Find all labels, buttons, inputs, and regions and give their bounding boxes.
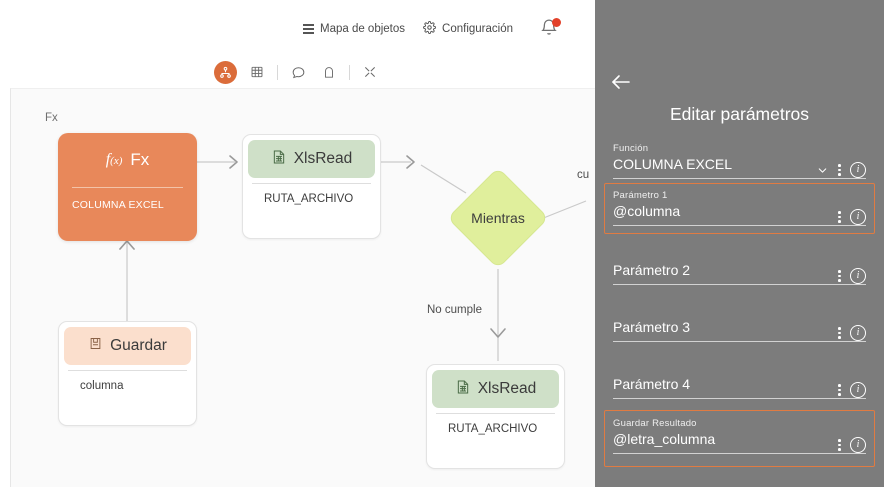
field-parametro-2-label: Parámetro 2 [613, 262, 691, 278]
overflow-menu-icon[interactable] [836, 382, 843, 398]
field-funcion-underline [613, 178, 866, 179]
overflow-menu-icon[interactable] [836, 162, 843, 178]
nav-item-mapa-de-objetos[interactable]: Mapa de objetos [302, 23, 406, 35]
field-funcion-icons: i [816, 162, 866, 178]
field-parametro-1-underline [613, 225, 866, 226]
gear-icon [423, 21, 436, 37]
node-xlsread-2-body: RUTA_ARCHIVO [436, 413, 555, 435]
node-xlsread-2[interactable]: XlsRead RUTA_ARCHIVO [426, 364, 565, 469]
save-icon [88, 336, 103, 356]
info-icon[interactable]: i [850, 268, 866, 284]
node-mientras[interactable]: Mientras [447, 167, 549, 269]
chevron-down-icon[interactable] [816, 164, 829, 177]
parameters-panel: Editar parámetros Función COLUMNA EXCEL … [595, 0, 884, 487]
nav-item-configuracion-label: Configuración [442, 23, 513, 35]
toolbar-divider-2 [349, 64, 350, 80]
node-xlsread-2-title: XlsRead [477, 380, 537, 397]
field-parametro-2[interactable]: Parámetro 2 i [595, 262, 884, 290]
field-parametro-1-icons: i [836, 209, 866, 225]
hierarchy-icon[interactable] [214, 60, 237, 84]
function-icon: f(x) [105, 151, 123, 168]
info-icon[interactable]: i [850, 382, 866, 398]
table-icon[interactable] [246, 61, 268, 83]
notification-badge [552, 18, 561, 27]
field-parametro-3-label: Parámetro 3 [613, 319, 691, 335]
field-guardar-resultado-label: Guardar Resultado [613, 418, 697, 429]
node-fx-title: Fx [130, 150, 150, 169]
node-xlsread-1-title: XlsRead [293, 150, 353, 167]
top-navigation-bar: Mapa de objetos Configuración [0, 0, 595, 58]
back-arrow-icon[interactable] [609, 72, 635, 98]
node-xlsread-1-header: XlsRead [248, 140, 375, 178]
canvas-toolbar [0, 56, 595, 88]
field-funcion-label: Función [613, 143, 649, 154]
field-parametro-4-underline [613, 398, 866, 399]
bell-icon [539, 19, 559, 43]
field-guardar-resultado-icons: i [836, 437, 866, 453]
field-parametro-4-icons: i [836, 382, 866, 398]
info-icon[interactable]: i [850, 437, 866, 453]
comment-icon[interactable] [287, 61, 309, 83]
nav-item-configuracion[interactable]: Configuración [423, 21, 513, 37]
field-funcion[interactable]: Función COLUMNA EXCEL i [595, 143, 884, 184]
flow-editor: Mapa de objetos Configuración [0, 0, 595, 487]
node-guardar[interactable]: Guardar columna [58, 321, 197, 426]
node-xlsread-2-header: XlsRead [432, 370, 559, 408]
toolbar-divider [277, 64, 278, 80]
field-parametro-4[interactable]: Parámetro 4 i [595, 376, 884, 404]
node-xlsread-1-body: RUTA_ARCHIVO [252, 183, 371, 205]
node-mientras-title: Mientras [471, 210, 525, 226]
overflow-menu-icon[interactable] [836, 209, 843, 225]
page-title: Editar parámetros [669, 104, 810, 124]
node-guardar-title: Guardar [110, 337, 167, 354]
field-parametro-2-icons: i [836, 268, 866, 284]
field-parametro-4-label: Parámetro 4 [613, 376, 691, 392]
notifications-button[interactable] [539, 17, 561, 41]
spreadsheet-icon [455, 379, 471, 400]
field-guardar-resultado-underline [613, 453, 866, 454]
overflow-menu-icon[interactable] [836, 325, 843, 341]
field-parametro-1-label: Parámetro 1 [613, 190, 668, 201]
edge-label-cumple: cu [577, 169, 590, 181]
field-guardar-resultado[interactable]: Guardar Resultado @letra_columna i [595, 418, 884, 459]
hamburger-icon [302, 24, 314, 34]
node-xlsread-1[interactable]: XlsRead RUTA_ARCHIVO [242, 134, 381, 239]
field-parametro-3[interactable]: Parámetro 3 i [595, 319, 884, 347]
canvas-section-label: Fx [45, 112, 58, 124]
nav-item-mapa-de-objetos-label: Mapa de objetos [319, 23, 406, 35]
overflow-menu-icon[interactable] [836, 437, 843, 453]
field-funcion-value[interactable]: COLUMNA EXCEL [613, 156, 733, 172]
node-fx-body: COLUMNA EXCEL [72, 199, 164, 211]
node-guardar-body: columna [68, 370, 187, 392]
field-parametro-2-underline [613, 284, 866, 285]
expand-icon[interactable] [359, 61, 381, 83]
tag-icon[interactable] [318, 61, 340, 83]
field-parametro-1-value[interactable]: @columna [613, 203, 681, 219]
info-icon[interactable]: i [850, 209, 866, 225]
node-fx[interactable]: f(x) Fx COLUMNA EXCEL [58, 133, 197, 241]
field-parametro-3-icons: i [836, 325, 866, 341]
edge-label-no-cumple: No cumple [427, 304, 482, 316]
flow-canvas[interactable]: f(x) Fx COLUMNA EXCEL XlsRead [10, 88, 595, 487]
node-fx-header: f(x) Fx [58, 133, 197, 187]
field-parametro-3-underline [613, 341, 866, 342]
spreadsheet-icon [271, 149, 287, 170]
field-parametro-1[interactable]: Parámetro 1 @columna i [595, 190, 884, 231]
node-fx-divider [72, 187, 183, 188]
overflow-menu-icon[interactable] [836, 268, 843, 284]
node-guardar-header: Guardar [64, 327, 191, 365]
info-icon[interactable]: i [850, 162, 866, 178]
field-guardar-resultado-value[interactable]: @letra_columna [613, 431, 716, 447]
info-icon[interactable]: i [850, 325, 866, 341]
